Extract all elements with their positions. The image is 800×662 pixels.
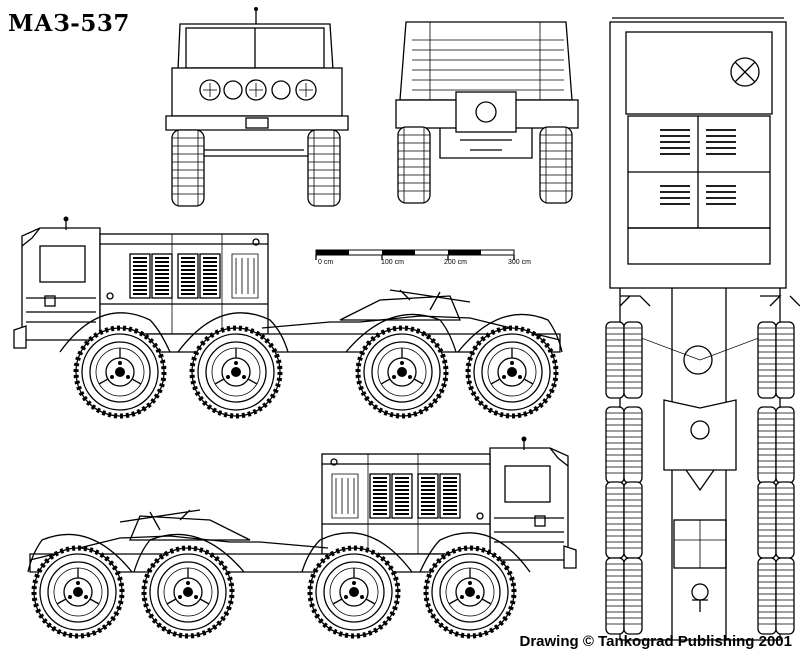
publisher-credit: Drawing © Tankograd Publishing 2001 (519, 633, 793, 650)
front-view (165, 7, 349, 207)
scale-label-100: 100 cm (381, 259, 404, 266)
scale-label-300: 300 cm (508, 259, 531, 266)
left-side-view (14, 217, 562, 417)
scale-bar: 0 cm 100 cm 200 cm 300 cm (315, 249, 531, 266)
drawing-title: МАЗ-537 (8, 10, 130, 37)
scale-label-0: 0 cm (318, 259, 333, 266)
right-side-view (28, 437, 576, 637)
top-view (605, 17, 800, 641)
rear-view (395, 21, 579, 204)
scale-label-200: 200 cm (444, 259, 467, 266)
